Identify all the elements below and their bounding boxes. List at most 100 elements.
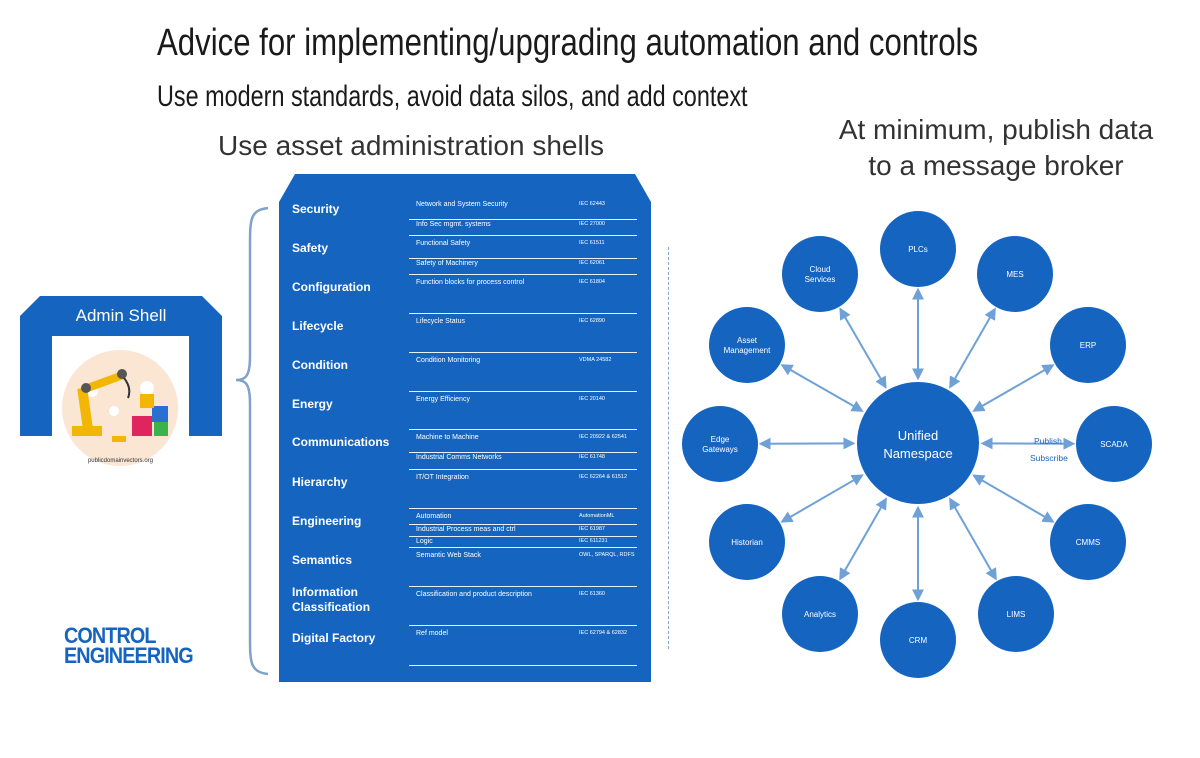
category-label: Condition [292, 358, 348, 372]
standard-description: Safety of Machinery [416, 259, 478, 267]
control-engineering-logo: CONTROL ENGINEERING [64, 625, 207, 668]
standard-description: Industrial Process meas and ctrl [416, 525, 516, 533]
row-divider [409, 469, 637, 470]
system-node-label: SCADA [1100, 440, 1128, 449]
bidirectional-arrow [839, 497, 887, 581]
bidirectional-arrow [972, 364, 1055, 412]
category-label: Information Classification [292, 585, 371, 614]
row-divider [409, 451, 637, 453]
bidirectional-arrow [972, 474, 1055, 523]
system-node-label: Cloud [810, 265, 831, 274]
publish-label: Publish [1034, 436, 1062, 446]
row-divider [409, 665, 637, 666]
table-row: Information Classification Classification… [279, 585, 651, 627]
system-node [880, 211, 956, 287]
row-divider [409, 547, 637, 548]
row-divider [409, 218, 637, 220]
standard-description: Energy Efficiency [416, 396, 470, 403]
category-label: Hierarchy [292, 475, 348, 489]
standard-description: Ref model [416, 630, 448, 637]
standard-code: IEC 27000 [579, 220, 605, 227]
bidirectional-arrow [839, 307, 887, 389]
page-subtitle: Use modern standards, avoid data silos, … [157, 80, 748, 113]
standard-description: Industrial Comms Networks [416, 453, 502, 461]
system-node [709, 504, 785, 580]
unified-namespace-node [857, 382, 979, 504]
category-label: Security [292, 202, 340, 216]
system-node-label: Analytics [804, 610, 836, 619]
standard-description: Classification and product description [416, 591, 532, 598]
standard-description: Info Sec mgmt. systems [416, 220, 491, 228]
system-node-label: Asset [737, 336, 758, 345]
category-label: Communications [292, 435, 390, 449]
subscribe-label: Subscribe [1030, 453, 1068, 463]
standard-code: IEC 61511 [579, 240, 605, 246]
divider [668, 247, 669, 649]
system-node [682, 406, 758, 482]
bidirectional-arrow [949, 307, 996, 389]
standard-description: Condition Monitoring [416, 357, 481, 364]
system-node [978, 576, 1054, 652]
system-node-label: CRM [909, 636, 928, 645]
standard-code: IEC 61748 [579, 453, 605, 460]
category-label: Configuration [292, 280, 371, 294]
standard-description: IT/OT Integration [416, 474, 469, 481]
row-divider [409, 274, 637, 275]
asset-shell-table [279, 174, 651, 682]
standard-description: Function blocks for process control [416, 279, 525, 286]
row-divider [409, 352, 637, 353]
row-divider [409, 429, 637, 430]
bidirectional-arrow [949, 497, 997, 581]
image-credit: publicdomainvectors.org [87, 458, 154, 464]
row-divider [409, 313, 637, 314]
standard-description: Machine to Machine [416, 434, 479, 441]
system-node-label: CMMS [1076, 538, 1100, 547]
center-label-line1: Unified [898, 428, 938, 443]
system-node [1050, 307, 1126, 383]
standard-code: IEC 61987 [579, 525, 605, 532]
system-node-label: Services [805, 275, 836, 284]
system-node [782, 236, 858, 312]
system-node [782, 576, 858, 652]
row-divider [409, 523, 637, 525]
row-divider [409, 586, 637, 587]
standard-code: IEC 61360 [579, 591, 605, 597]
category-label: Engineering [292, 514, 362, 528]
system-node-label: Historian [731, 538, 763, 547]
row-divider [409, 536, 637, 537]
row-divider [409, 508, 637, 509]
left-caption: Use asset administration shells [218, 130, 604, 161]
bidirectional-arrow [780, 364, 864, 412]
category-label: Lifecycle [292, 319, 344, 333]
system-node-label: Edge [711, 435, 730, 444]
right-caption-line1: At minimum, publish data [838, 114, 1154, 145]
standard-code: IEC 62061 [579, 259, 605, 266]
standard-description: Functional Safety [416, 240, 471, 247]
standard-code: OWL, SPARQL, RDFS [579, 552, 635, 558]
system-node-label: MES [1006, 270, 1023, 279]
table-row: Configuration Function blocks for process… [279, 276, 651, 315]
robot-arm-illustration [52, 336, 189, 472]
page-title: Advice for implementing/upgrading automa… [157, 22, 979, 64]
standard-code: IEC 62794 & 62832 [579, 630, 628, 636]
system-node-label: Gateways [702, 445, 738, 454]
system-node-label: PLCs [908, 245, 928, 254]
system-node-label: Management [724, 346, 771, 355]
standard-description: Semantic Web Stack [416, 552, 481, 559]
system-node [1050, 504, 1126, 580]
right-caption-line2: to a message broker [868, 150, 1124, 181]
standard-code: IEC 611231 [579, 538, 608, 544]
standard-description: Automation [416, 513, 452, 520]
system-node-label: LIMS [1007, 610, 1026, 619]
logo-line2: ENGINEERING [64, 643, 194, 668]
standard-description: Network and System Security [416, 201, 508, 208]
brace-icon [235, 206, 269, 676]
